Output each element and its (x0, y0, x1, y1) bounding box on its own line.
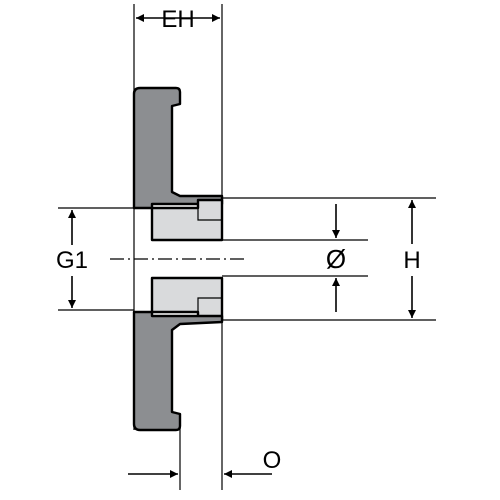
lower-insert (150, 276, 224, 322)
diameter-label: Ø (326, 244, 346, 274)
lower-insert-step (197, 297, 222, 312)
upper-housing (132, 86, 224, 210)
eh-label: EH (161, 6, 194, 33)
h-label: H (403, 247, 420, 274)
g1-label: G1 (56, 247, 88, 274)
o-label: O (263, 447, 282, 474)
lower-housing (132, 310, 224, 432)
upper-insert-step (197, 208, 222, 221)
